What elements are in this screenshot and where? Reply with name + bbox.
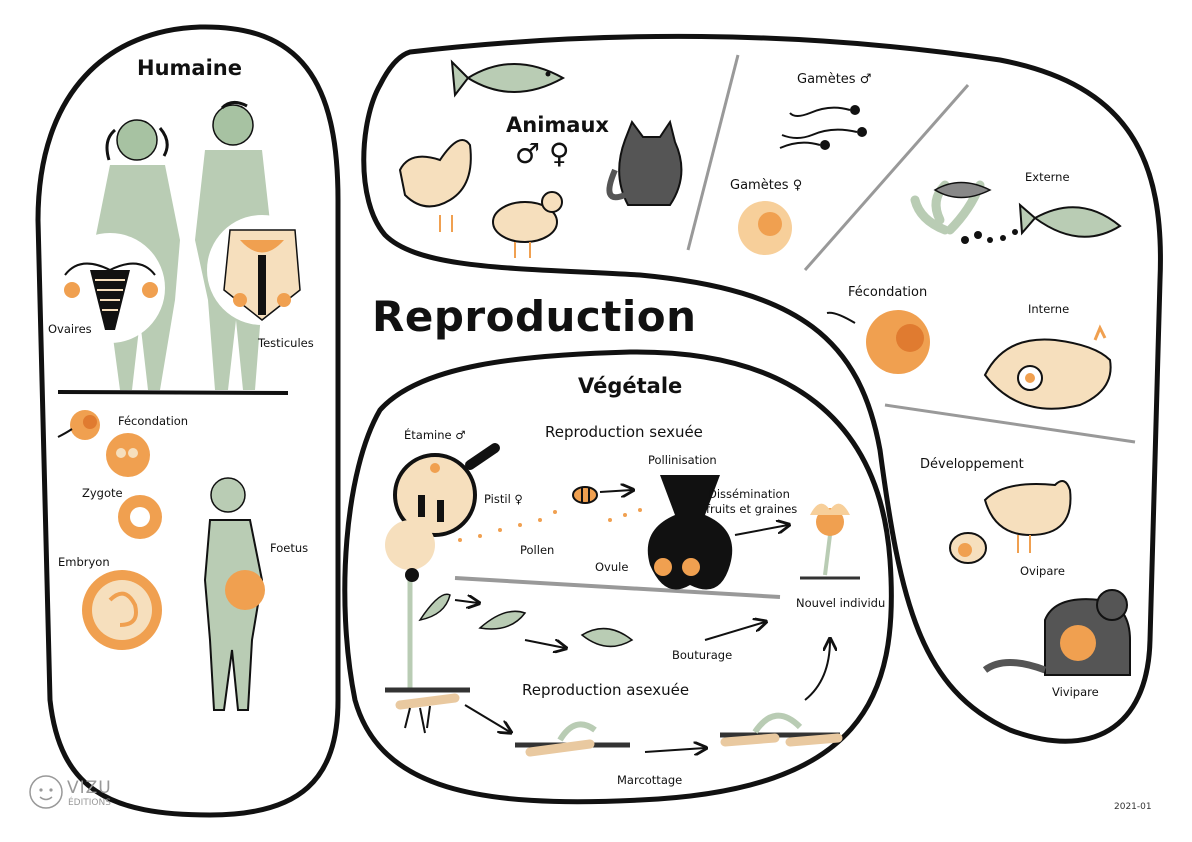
animaux-outline — [361, 33, 1163, 744]
bee-icon — [572, 486, 598, 504]
divider-vegetale — [454, 576, 781, 599]
chick-icon — [492, 191, 563, 258]
logo-name: VIZU — [67, 778, 112, 798]
pollinisation-label: Pollinisation — [648, 453, 717, 467]
hen-icon — [398, 139, 472, 232]
ovipare-label: Ovipare — [1020, 564, 1065, 578]
animaux-title: Animaux — [506, 113, 609, 137]
vivipare-label: Vivipare — [1052, 685, 1099, 699]
externe-label: Externe — [1025, 170, 1070, 184]
bouturage-label: Bouturage — [672, 648, 733, 662]
marcottage-label: Marcottage — [617, 773, 683, 787]
arrow-bouturage-2 — [524, 640, 565, 648]
divider-humaine — [57, 390, 289, 395]
arrow-marcottage-2 — [644, 748, 705, 752]
humaine-outline — [35, 24, 341, 818]
interne-label: Interne — [1028, 302, 1070, 316]
divider-animaux-3 — [884, 403, 1136, 444]
ovaires-label: Ovaires — [48, 322, 92, 336]
ovum-icon — [738, 201, 792, 255]
ovule-label: Ovule — [595, 560, 629, 574]
oviparous-hen-icon — [983, 480, 1072, 553]
animaux-fecondation-label: Fécondation — [848, 285, 928, 300]
embryo-icon — [82, 570, 162, 650]
fertilization-egg-icon — [57, 410, 100, 440]
flower-plant-icon — [385, 520, 451, 690]
testicles-icon — [207, 215, 317, 325]
pollen-dots — [458, 508, 642, 542]
new-plant-icon — [800, 503, 860, 580]
zygote-icon — [106, 433, 150, 477]
vegetale-title: Végétale — [578, 374, 683, 398]
version-label: 2021-01 — [1114, 802, 1152, 812]
vizu-logo — [29, 775, 63, 809]
pregnant-figure — [203, 477, 265, 711]
arrow-bouturage-3 — [704, 622, 765, 641]
arrow-pollination — [599, 490, 632, 492]
embryon-label: Embryon — [58, 555, 110, 569]
reproduction-asexuee-label: Reproduction asexuée — [522, 681, 690, 699]
nouvel-individu-label: Nouvel individu — [796, 596, 886, 610]
stamen-magnifier-icon — [393, 443, 500, 537]
divider-animaux-2 — [803, 84, 970, 271]
dissemination-label-2: fruits et graines — [706, 502, 798, 516]
gametes-male-label: Gamètes ♂ — [797, 72, 872, 87]
mating-hens-icon — [983, 324, 1112, 410]
humaine-title: Humaine — [137, 56, 242, 80]
reproduction-sexuee-label: Reproduction sexuée — [545, 423, 703, 441]
ovaries-icon — [55, 233, 165, 343]
egg-icon — [949, 532, 987, 564]
cat-icon — [606, 119, 683, 206]
foetus-label: Foetus — [270, 541, 309, 555]
animaux-sex-symbols: ♂ ♀ — [515, 137, 570, 170]
zygote-label: Zygote — [82, 486, 123, 500]
sperm-icons — [779, 105, 867, 150]
gametes-female-label: Gamètes ♀ — [730, 178, 803, 193]
cutting-leaf-icons — [478, 610, 634, 648]
vegetale-outline — [342, 349, 894, 805]
pollen-label: Pollen — [520, 543, 555, 557]
arrow-bouturage-1 — [454, 600, 478, 603]
etamine-label: Étamine ♂ — [404, 428, 466, 442]
developpement-label: Développement — [920, 457, 1024, 472]
humaine-fecondation-label: Fécondation — [118, 414, 189, 428]
main-title: Reproduction — [372, 292, 697, 341]
arrow-marcottage-1 — [464, 704, 510, 732]
testicules-label: Testicules — [258, 336, 314, 350]
viviparous-cat-icon — [982, 589, 1131, 676]
dissemination-label-1: Dissémination — [708, 487, 790, 501]
external-fertilization-icon — [910, 180, 1122, 244]
layering-branch-icon — [385, 687, 843, 757]
arrow-marcottage-3 — [804, 640, 830, 701]
arrow-dissemination — [734, 525, 788, 536]
logo-sub: ÉDITIONS — [68, 798, 111, 808]
pistil-label: Pistil ♀ — [484, 492, 523, 506]
pistil-section-icon — [647, 475, 733, 590]
fish-icon — [450, 59, 566, 98]
internal-fertilization-icon — [826, 310, 930, 374]
morula-icon — [118, 495, 162, 539]
divider-animaux-1 — [686, 54, 740, 251]
